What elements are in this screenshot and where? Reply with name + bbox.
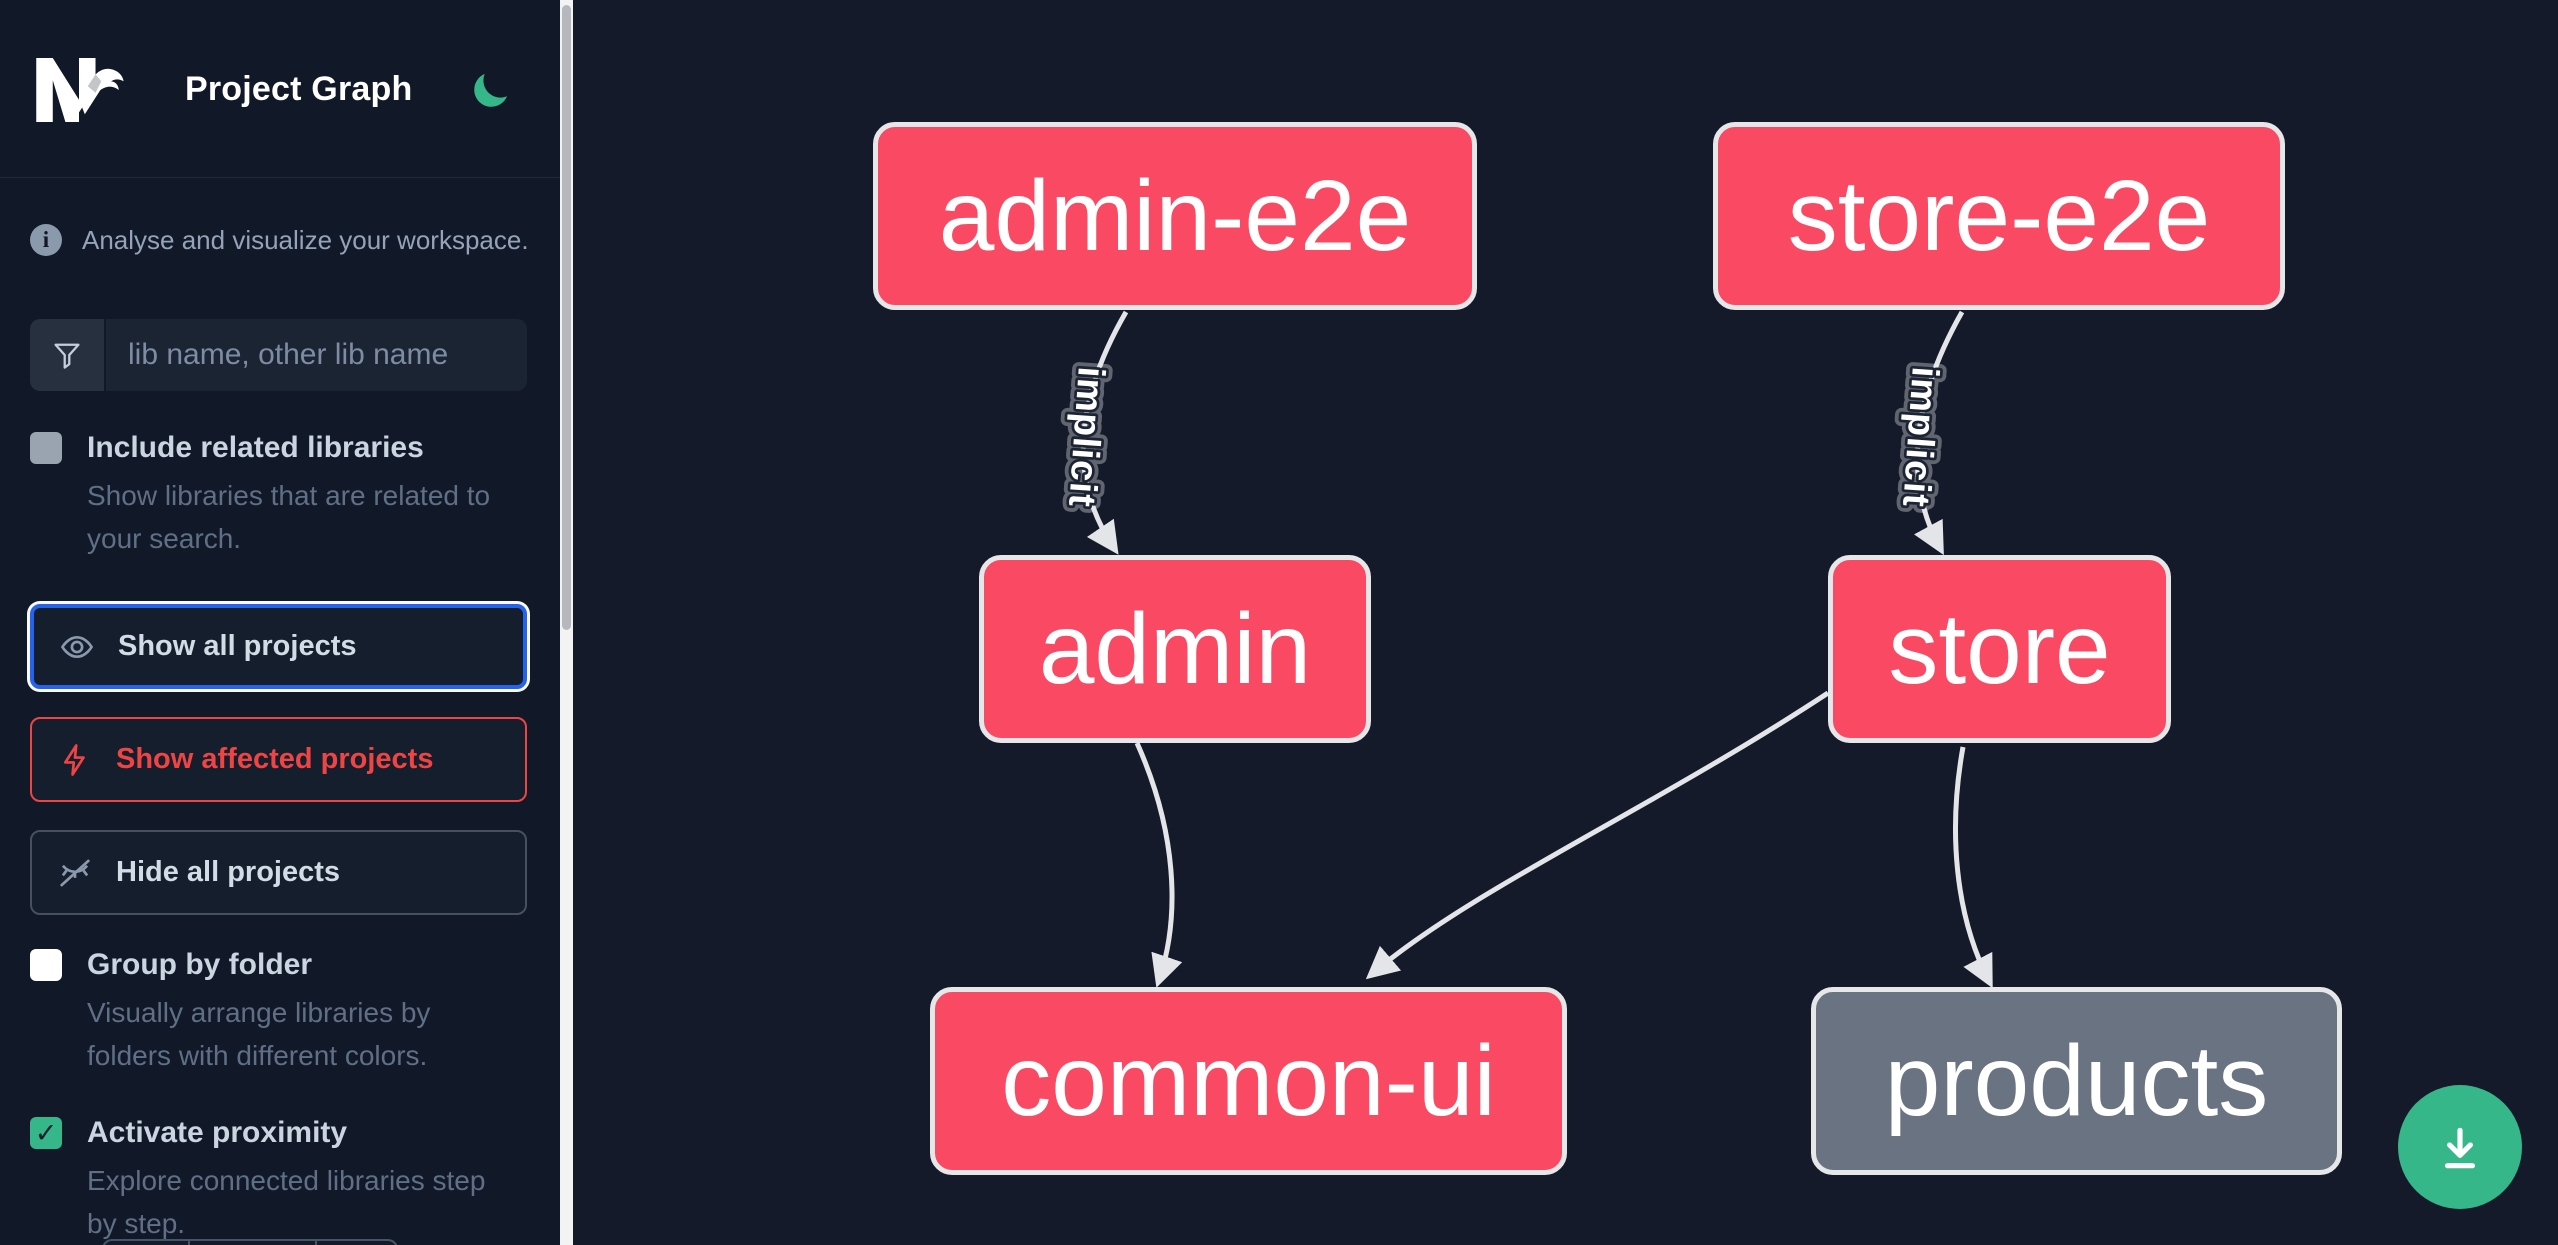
graph-node-common-ui[interactable]: common-ui [930,987,1567,1175]
hide-all-projects-label: Hide all projects [116,856,341,888]
option-include-related: Include related libraries Show libraries… [30,430,530,560]
graph-node-store-e2e[interactable]: store-e2e [1713,122,2285,310]
moon-icon [474,73,508,107]
graph-node-admin[interactable]: admin [979,555,1371,743]
edge-label-implicit: implicit [1060,365,1112,509]
activate-proximity-checkbox[interactable]: ✓ [30,1117,62,1149]
nx-logo [36,57,124,123]
graph-node-admin-e2e[interactable]: admin-e2e [873,122,1477,310]
search-input[interactable] [106,319,527,391]
page-title: Project Graph [185,69,413,108]
graph-node-store[interactable]: store [1828,555,2171,743]
theme-toggle-button[interactable] [468,70,512,114]
sidebar-header: Project Graph [0,0,560,178]
filter-icon [30,319,106,391]
group-by-folder-checkbox[interactable] [30,949,62,981]
edge-store-products [1953,746,1993,989]
option-activate-proximity: ✓ Activate proximity Explore connected l… [30,1115,530,1245]
group-by-folder-label: Group by folder [87,948,312,981]
save-image-button[interactable] [2398,1085,2522,1209]
sidebar-scrollbar-thumb[interactable] [562,5,571,630]
activate-proximity-label: Activate proximity [87,1116,348,1149]
sidebar-scrollbar-track[interactable] [560,0,573,1245]
edge-admin-e2e-admin [1080,310,1129,555]
edge-label-implicit: implicit [1894,365,1946,509]
group-by-folder-description: Visually arrange libraries by folders wi… [87,997,431,1071]
proximity-stepper-partial[interactable] [102,1239,398,1245]
show-affected-projects-label: Show affected projects [116,743,434,775]
activate-proximity-description: Explore connected libraries step by step… [87,1165,486,1239]
eye-off-icon [60,859,90,886]
eye-icon [60,635,94,658]
include-related-description: Show libraries that are related to your … [87,480,491,554]
include-related-checkbox[interactable] [30,432,62,464]
edge-store-common-ui [1365,690,1830,980]
show-affected-projects-button[interactable]: Show affected projects [30,717,527,802]
include-related-label: Include related libraries [87,431,424,464]
graph-node-products[interactable]: products [1811,987,2342,1175]
hide-all-projects-button[interactable]: Hide all projects [30,830,527,915]
workspace-intro: i Analyse and visualize your workspace. [30,224,530,256]
edge-admin-common-ui [1134,741,1183,988]
bolt-icon [63,743,85,776]
option-group-by-folder: Group by folder Visually arrange librari… [30,947,530,1077]
intro-text: Analyse and visualize your workspace. [82,224,529,255]
download-icon [2444,1127,2476,1169]
show-all-projects-label: Show all projects [118,630,357,662]
search-bar [30,319,527,391]
show-all-projects-button[interactable]: Show all projects [30,604,527,689]
edge-store-e2e-store [1914,310,1965,556]
info-icon: i [30,224,62,256]
sidebar: Project Graph i Analyse and visualize yo… [0,0,560,1245]
